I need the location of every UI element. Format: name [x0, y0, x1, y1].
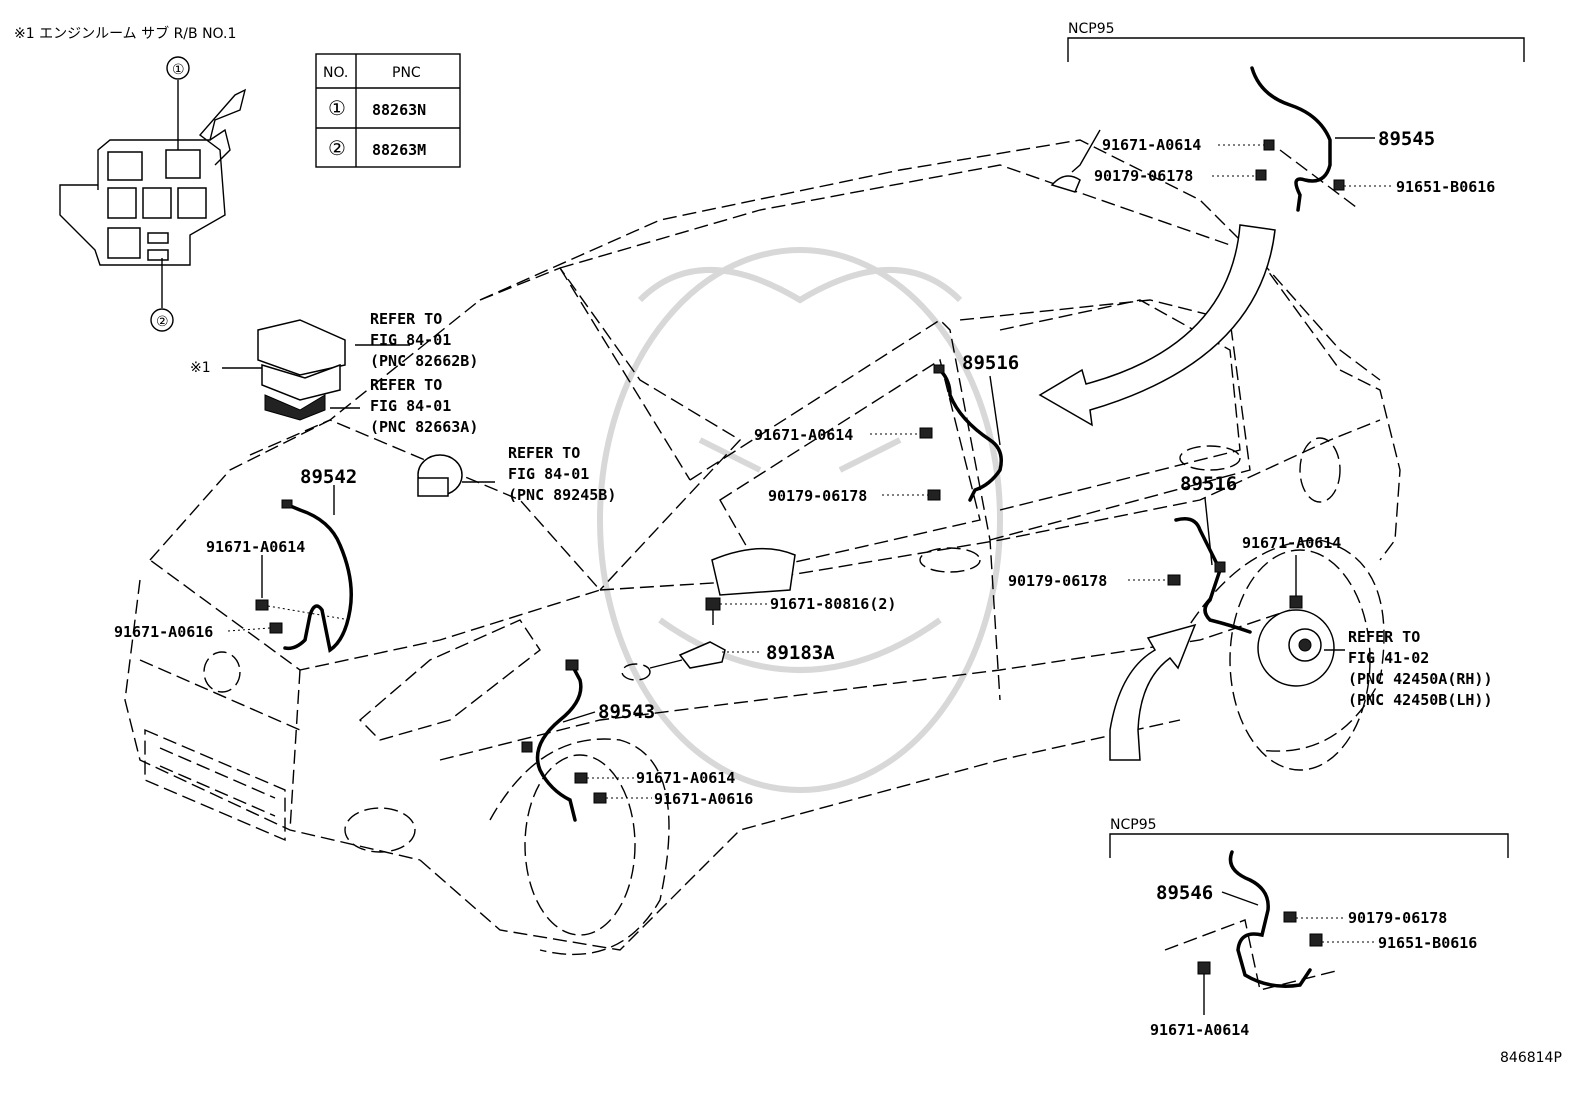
part-91671-a0614-ncp-bottom: 91671-A0614 — [1150, 1021, 1249, 1039]
ncp95-top-detail — [1050, 66, 1392, 212]
ncp95-label: NCP95 — [1110, 817, 1157, 833]
relay-block-inset: ① ② — [59, 56, 247, 332]
refer-42450-line4: (PNC 42450B(LH)) — [1348, 691, 1493, 709]
refer-82663a-line2: FIG 84-01 — [370, 397, 451, 415]
part-91671-a0616-fr: 91671-A0616 — [654, 790, 753, 808]
part-89183a: 89183A — [766, 642, 835, 664]
refer-82662b-line1: REFER TO — [370, 310, 442, 328]
engine-room-relay-block-note: ※1 エンジンルーム サブ R/B NO.1 — [14, 25, 236, 42]
rear-right-speed-sensor-wire — [1128, 497, 1303, 634]
refer-89245b-line1: REFER TO — [508, 444, 580, 462]
part-90179-06178-mid: 90179-06178 — [768, 487, 867, 505]
part-91671-80816: 91671-80816(2) — [770, 595, 896, 613]
refer-42450-line2: FIG 41-02 — [1348, 649, 1429, 667]
ncp95-bottom-bracket: NCP95 — [1109, 817, 1509, 858]
table-header-pnc: PNC — [392, 65, 421, 81]
engine-relay-block — [222, 319, 410, 421]
part-91671-a0614-mid: 91671-A0614 — [754, 426, 853, 444]
part-89516-door: 89516 — [962, 352, 1019, 374]
part-89542: 89542 — [300, 466, 357, 488]
part-91651-b0616-ncp-top: 91651-B0616 — [1396, 178, 1495, 196]
part-91671-a0614-fl: 91671-A0614 — [206, 538, 305, 556]
refer-89245b-line2: FIG 84-01 — [508, 465, 589, 483]
ncp95-label: NCP95 — [1068, 21, 1115, 37]
part-90179-06178-ncp-bottom: 90179-06178 — [1348, 909, 1447, 927]
refer-82662b-line2: FIG 84-01 — [370, 331, 451, 349]
part-89543: 89543 — [598, 701, 655, 723]
table-row-no: ① — [328, 96, 346, 120]
part-91671-a0614-fr: 91671-A0614 — [636, 769, 735, 787]
refer-82662b-line3: (PNC 82662B) — [370, 352, 478, 370]
yaw-rate-sensor — [417, 454, 495, 497]
callout-2: ② — [156, 314, 169, 330]
part-91671-a0614-rear: 91671-A0614 — [1242, 534, 1341, 552]
refer-82663a-line1: REFER TO — [370, 376, 442, 394]
watermark — [597, 247, 1003, 793]
rear-axle-hub — [1257, 609, 1345, 687]
part-89545: 89545 — [1378, 128, 1435, 150]
refer-82663a-line3: (PNC 82663A) — [370, 418, 478, 436]
refer-42450-line3: (PNC 42450A(RH)) — [1348, 670, 1493, 688]
table-row-pnc: 88263M — [372, 141, 426, 159]
part-91651-b0616-ncp-bottom: 91651-B0616 — [1378, 934, 1477, 952]
part-89546: 89546 — [1156, 882, 1213, 904]
rear-left-speed-sensor-wire — [870, 364, 1003, 502]
ncp95-bottom-detail — [1164, 850, 1375, 1015]
part-91671-a0614-ncp-top: 91671-A0614 — [1102, 136, 1201, 154]
part-89516-rear: 89516 — [1180, 473, 1237, 495]
part-90179-06178-ncp-top: 90179-06178 — [1094, 167, 1193, 185]
table-row-no: ② — [328, 136, 346, 160]
part-90179-06178-rear: 90179-06178 — [1008, 572, 1107, 590]
ncp95-top-bracket: NCP95 — [1067, 21, 1525, 62]
part-91671-a0616-fl: 91671-A0616 — [114, 623, 213, 641]
callout-1: ① — [172, 62, 185, 78]
front-left-speed-sensor-wire — [227, 485, 353, 653]
front-right-speed-sensor-wire — [521, 659, 652, 822]
refer-42450-line1: REFER TO — [1348, 628, 1420, 646]
figure-code: 846814P — [1500, 1050, 1562, 1066]
refer-89245b-line3: (PNC 89245B) — [508, 486, 616, 504]
direction-arrows — [1038, 224, 1276, 761]
pnc-table: NO. PNC ① 88263N ② 88263M — [315, 53, 461, 168]
table-header-no: NO. — [323, 65, 348, 81]
brake-control-ecu — [621, 597, 770, 681]
callout-star-1: ※1 — [190, 360, 211, 376]
table-row-pnc: 88263N — [372, 101, 426, 119]
